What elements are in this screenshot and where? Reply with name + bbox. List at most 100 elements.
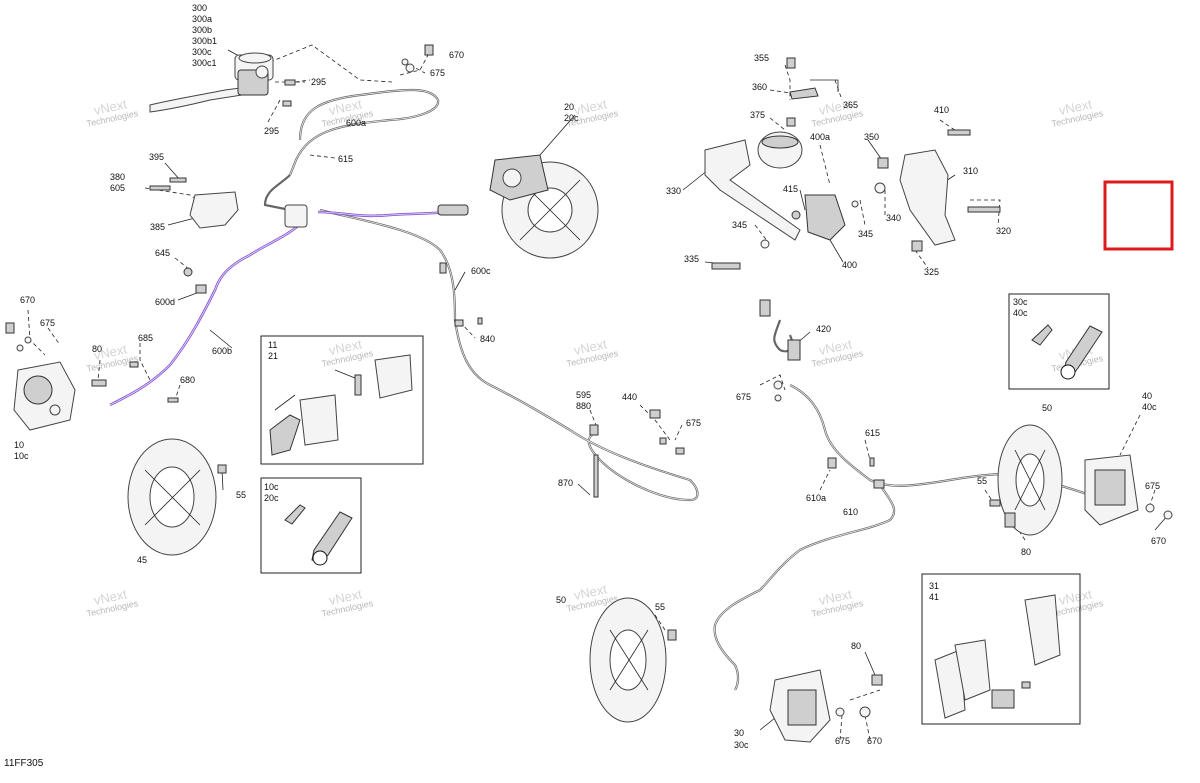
junction-block[interactable] <box>284 204 469 228</box>
bleeder-screw[interactable] <box>284 504 306 525</box>
callout-label: 80 <box>851 641 861 651</box>
callout-label: 40c <box>1142 402 1157 412</box>
clips-along-600c[interactable] <box>439 262 685 498</box>
callout-label: 310 <box>963 166 978 176</box>
caliper-20[interactable] <box>489 154 549 201</box>
brake-lines <box>109 88 1091 691</box>
inset-bleeder-10c-20c[interactable] <box>260 477 362 574</box>
svg-text:vNext: vNext <box>328 586 364 608</box>
bracket-310[interactable] <box>899 149 956 246</box>
bolts-left[interactable] <box>5 322 179 403</box>
callout-label: 670 <box>1151 536 1166 546</box>
brake-line-connector[interactable] <box>263 174 291 212</box>
callout-label: 345 <box>858 229 873 239</box>
fitting-645[interactable] <box>183 267 207 294</box>
callout-label: 670 <box>867 736 882 746</box>
callout-label: 80 <box>1021 547 1031 557</box>
svg-text:vNext: vNext <box>328 96 364 118</box>
bolt-670-top[interactable] <box>401 44 434 73</box>
callout-label: 685 <box>138 333 153 343</box>
watermark: vNext Technologies <box>566 336 620 369</box>
callout-label: 355 <box>754 53 769 63</box>
diagram-id: 11FF305 <box>4 758 44 769</box>
callout-label: 410 <box>934 105 949 115</box>
callout-label: 50 <box>556 595 566 605</box>
callout-label: 420 <box>816 324 831 334</box>
brake-pad[interactable] <box>934 649 966 719</box>
inset-brake-pads-11-21[interactable] <box>260 335 424 465</box>
caliper-30[interactable] <box>769 669 883 743</box>
inset-box-30c-40c <box>1008 293 1110 390</box>
callout-label: 365 <box>843 100 858 110</box>
brake-line-600a[interactable] <box>288 88 440 176</box>
svg-text:vNext: vNext <box>1058 586 1094 608</box>
callout-label: 375 <box>750 110 765 120</box>
callout-label: 350 <box>864 132 879 142</box>
watermark: vNext Technologies <box>1051 96 1105 129</box>
callout-label: 675 <box>835 736 850 746</box>
callout-label: 385 <box>150 222 165 232</box>
svg-text:vNext: vNext <box>93 586 129 608</box>
callout-label: 325 <box>924 267 939 277</box>
pad-bracket[interactable] <box>1024 594 1061 666</box>
bracket-385[interactable] <box>149 177 239 229</box>
brake-line-rear[interactable] <box>713 484 896 691</box>
bolt-295[interactable] <box>282 79 296 107</box>
callout-label: 30c <box>1013 297 1028 307</box>
brake-line-600c[interactable] <box>319 208 699 502</box>
callout-label: 55 <box>977 476 987 486</box>
callout-label: 610 <box>843 507 858 517</box>
pad-spring[interactable] <box>269 414 301 456</box>
callout-label: 680 <box>180 375 195 385</box>
front-left-disc[interactable] <box>127 438 227 556</box>
rear-disc-bottom[interactable] <box>589 597 677 723</box>
front-master-cylinder[interactable] <box>149 52 274 113</box>
callout-labels: 300 300a 300b 300b1 300c 300c1 295 295 6… <box>14 3 1166 750</box>
callout-label: 300c1 <box>192 58 217 68</box>
watermark: vNext Technologies <box>811 336 865 369</box>
callout-label: 675 <box>1145 481 1160 491</box>
callout-label: 415 <box>783 184 798 194</box>
svg-text:vNext: vNext <box>93 341 129 363</box>
callout-label: 440 <box>622 392 637 402</box>
callout-label: 55 <box>655 602 665 612</box>
callout-label: 10 <box>14 440 24 450</box>
brake-pad[interactable] <box>299 394 339 446</box>
callout-label: 55 <box>236 490 246 500</box>
brake-pad[interactable] <box>374 354 413 399</box>
caliper-40[interactable] <box>1084 454 1173 526</box>
callout-label: 30c <box>734 740 749 750</box>
inset-box-11-21 <box>260 335 424 465</box>
caliper-10[interactable] <box>13 361 76 431</box>
rear-brake-pedal-330[interactable] <box>704 139 801 241</box>
watermarks: vNext Technologies vNext Technologies vN… <box>86 96 1105 619</box>
inset-bleeder-30c-40c[interactable] <box>1008 293 1110 390</box>
callout-label: 335 <box>684 254 699 264</box>
callout-label: 600a <box>346 118 366 128</box>
callout-label: 330 <box>666 186 681 196</box>
fittings-420-area[interactable] <box>759 299 1016 528</box>
callout-label: 400 <box>842 260 857 270</box>
bleeder-screw[interactable] <box>1031 324 1053 346</box>
callout-label: 595 <box>576 390 591 400</box>
callout-label: 615 <box>865 428 880 438</box>
pedal-hardware[interactable] <box>711 57 1001 270</box>
rear-master-cylinder-400[interactable] <box>757 131 846 241</box>
brake-pad[interactable] <box>954 639 991 701</box>
svg-text:vNext: vNext <box>1058 96 1094 118</box>
watermark: vNext Technologies <box>321 586 375 619</box>
brake-lever[interactable] <box>149 87 243 113</box>
inset-box-31-41 <box>921 573 1081 725</box>
callout-label: 40c <box>1013 308 1028 318</box>
callout-label: 320 <box>996 226 1011 236</box>
rear-right-disc[interactable] <box>997 424 1063 536</box>
callout-label: 21 <box>268 351 278 361</box>
callout-label: 300b <box>192 25 212 35</box>
callout-label: 20c <box>264 493 279 503</box>
watermark: vNext Technologies <box>811 586 865 619</box>
inset-brake-pads-31-41[interactable] <box>921 573 1081 725</box>
callout-label: 670 <box>449 50 464 60</box>
callout-label: 670 <box>20 295 35 305</box>
brake-line-600b[interactable] <box>109 219 306 407</box>
